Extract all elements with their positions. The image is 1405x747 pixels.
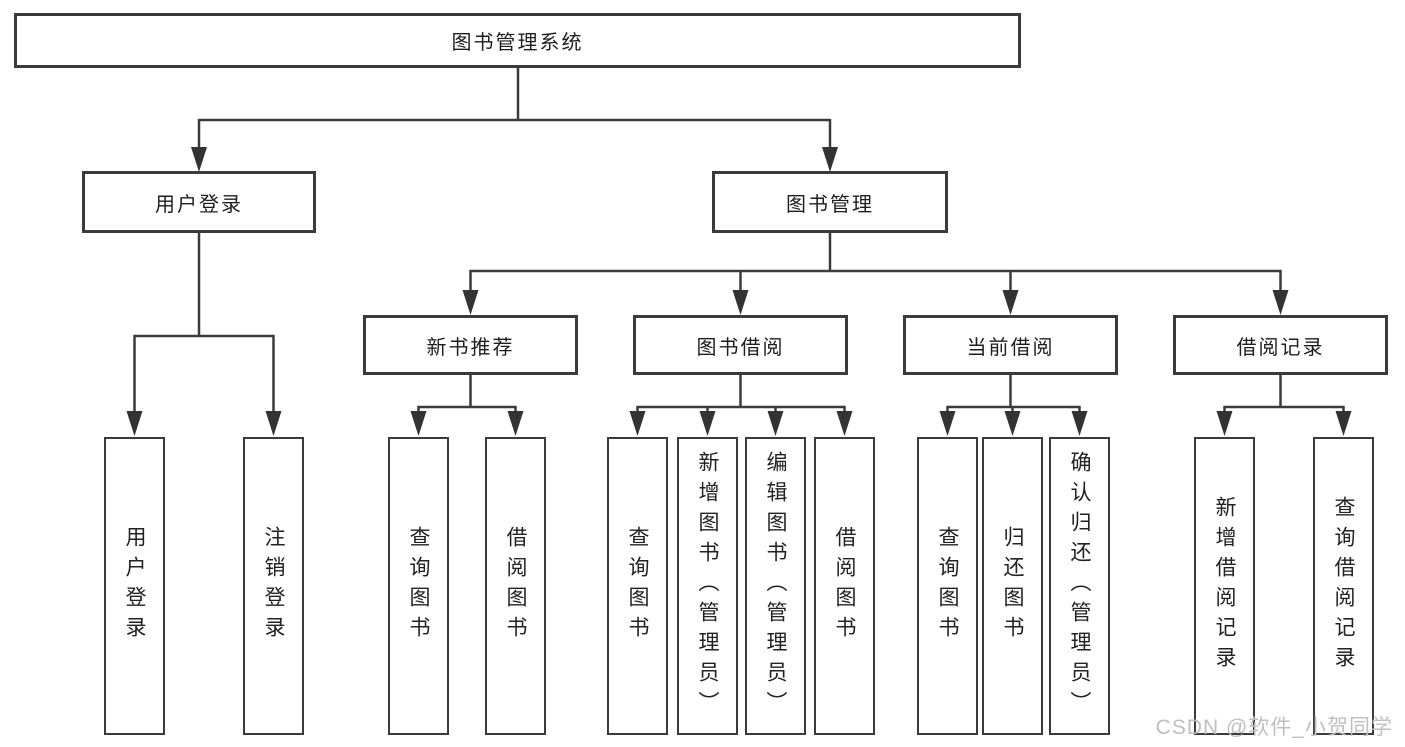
leaf-borrow-add-books-admin: 新增图书（管理员） <box>677 437 738 735</box>
node-root-system: 图书管理系统 <box>14 13 1021 68</box>
node-root-label: 图书管理系统 <box>451 32 584 54</box>
leaf-logout: 注销登录 <box>243 437 304 735</box>
node-user-login-label: 用户登录 <box>155 193 243 216</box>
node-book-management-label: 图书管理 <box>786 193 874 216</box>
leaf-user-login: 用户登录 <box>104 437 165 735</box>
leaf-borrow-add-books-admin-label: 新增图书（管理员） <box>696 451 719 721</box>
leaf-current-return-books: 归还图书 <box>982 437 1043 735</box>
leaf-newbook-query-books: 查询图书 <box>388 437 449 735</box>
leaf-borrow-query-books: 查询图书 <box>607 437 668 735</box>
leaf-borrow-borrow-books-label: 借阅图书 <box>833 526 856 646</box>
leaf-record-add-borrow-record: 新增借阅记录 <box>1194 437 1255 735</box>
leaf-current-query-books-label: 查询图书 <box>936 526 959 646</box>
node-book-borrow-label: 图书借阅 <box>696 336 785 359</box>
node-borrow-records-label: 借阅记录 <box>1236 336 1325 359</box>
node-new-book-recommend: 新书推荐 <box>363 315 578 375</box>
node-new-book-recommend-label: 新书推荐 <box>426 336 515 359</box>
node-borrow-records: 借阅记录 <box>1173 315 1388 375</box>
leaf-current-return-books-label: 归还图书 <box>1001 526 1024 646</box>
leaf-current-query-books: 查询图书 <box>917 437 978 735</box>
leaf-logout-label: 注销登录 <box>262 526 285 646</box>
leaf-borrow-edit-books-admin: 编辑图书（管理员） <box>745 437 806 735</box>
leaf-newbook-query-books-label: 查询图书 <box>407 526 430 646</box>
leaf-newbook-borrow-books-label: 借阅图书 <box>504 526 527 646</box>
leaf-current-confirm-return-admin-label: 确认归还（管理员） <box>1068 451 1091 721</box>
node-book-management: 图书管理 <box>712 171 948 233</box>
leaf-record-query-borrow-record-label: 查询借阅记录 <box>1332 496 1355 676</box>
leaf-borrow-query-books-label: 查询图书 <box>626 526 649 646</box>
leaf-user-login-label: 用户登录 <box>123 526 146 646</box>
csdn-watermark: CSDN @软件_小贺同学 <box>1155 716 1393 739</box>
leaf-borrow-borrow-books: 借阅图书 <box>814 437 875 735</box>
node-current-borrow-label: 当前借阅 <box>966 336 1055 359</box>
node-book-borrow: 图书借阅 <box>633 315 848 375</box>
leaf-record-add-borrow-record-label: 新增借阅记录 <box>1213 496 1236 676</box>
leaf-newbook-borrow-books: 借阅图书 <box>485 437 546 735</box>
leaf-borrow-edit-books-admin-label: 编辑图书（管理员） <box>764 451 787 721</box>
leaf-record-query-borrow-record: 查询借阅记录 <box>1313 437 1374 735</box>
leaf-current-confirm-return-admin: 确认归还（管理员） <box>1049 437 1110 735</box>
node-current-borrow: 当前借阅 <box>903 315 1118 375</box>
node-user-login: 用户登录 <box>82 171 316 233</box>
